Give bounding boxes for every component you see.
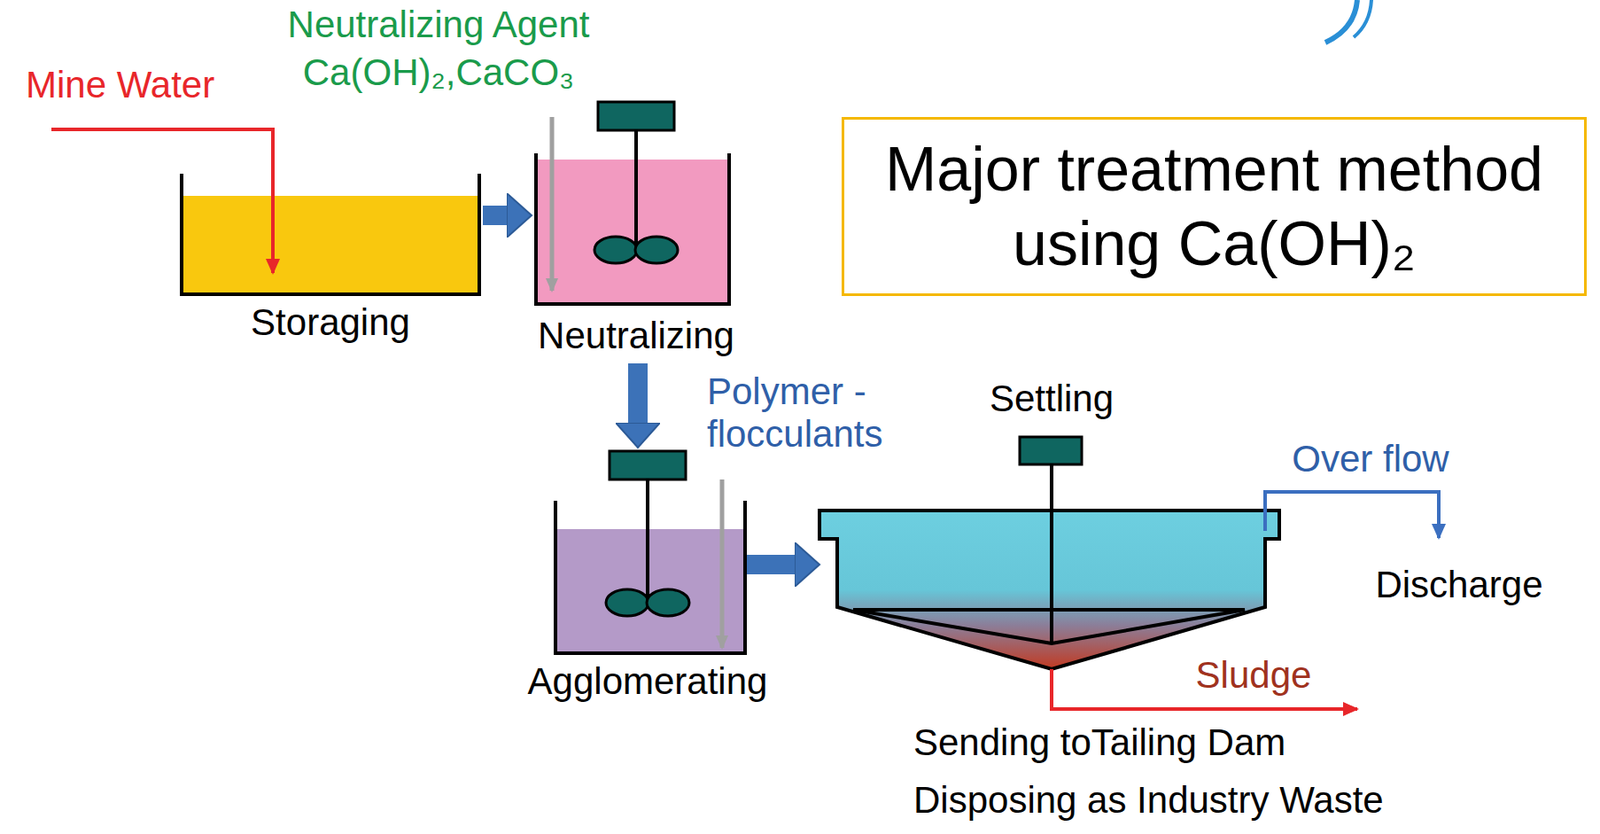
tank-node: Neutralizing bbox=[531, 97, 745, 364]
tank-part bbox=[1019, 436, 1082, 465]
flow-label: Discharge bbox=[1374, 563, 1543, 606]
tank-label: Agglomerating bbox=[528, 660, 769, 703]
tank-part bbox=[535, 159, 730, 304]
flow-label: Mine Water bbox=[25, 63, 215, 107]
flow-label: Over flow bbox=[1291, 437, 1449, 481]
title-text: Major treatment method using Ca(OH)₂ bbox=[844, 132, 1585, 281]
tank-part bbox=[646, 589, 690, 616]
tank-part bbox=[634, 130, 638, 250]
tank-part bbox=[1049, 464, 1054, 644]
tank-label: Storaging bbox=[250, 301, 411, 344]
tank-node: Agglomerating bbox=[553, 447, 747, 653]
flow-arrow bbox=[746, 554, 795, 575]
flow-label: Neutralizing Agent bbox=[287, 3, 591, 47]
tank-part bbox=[853, 609, 1245, 644]
tank-illustration bbox=[819, 434, 1280, 670]
tank-part bbox=[819, 510, 1280, 669]
flow-arrow bbox=[628, 363, 648, 423]
flow-label: Sending toTailing Dam bbox=[913, 721, 1286, 764]
tank-part bbox=[1265, 491, 1439, 538]
tank-part bbox=[555, 528, 746, 653]
tank-part bbox=[645, 479, 650, 603]
tank-label: Neutralizing bbox=[537, 314, 735, 358]
tank-part bbox=[609, 450, 686, 480]
tank-part bbox=[598, 101, 675, 131]
flow-label: Ca(OH)₂,CaCO₃ bbox=[302, 51, 575, 94]
tank-part bbox=[720, 479, 725, 648]
tank-part bbox=[594, 236, 637, 264]
logo-fragment bbox=[1353, 0, 1372, 38]
tank-part bbox=[605, 589, 649, 616]
tank-part bbox=[635, 236, 678, 264]
flow-label: Disposing as Industry Waste bbox=[913, 778, 1384, 822]
tank-part bbox=[51, 129, 273, 273]
tank-node: Settling bbox=[819, 434, 1280, 670]
tank-label: Settling bbox=[989, 377, 1114, 420]
title-box: Major treatment method using Ca(OH)₂ bbox=[841, 116, 1587, 296]
tank-part bbox=[535, 153, 730, 304]
tank-node: Storaging bbox=[177, 168, 483, 348]
flow-label: Sludge bbox=[1196, 653, 1313, 697]
tank-part bbox=[555, 500, 746, 653]
tank-part bbox=[181, 195, 480, 295]
tank-part bbox=[550, 116, 555, 291]
flow-label: Polymer - flocculants bbox=[706, 370, 911, 457]
flow-arrow bbox=[482, 205, 507, 226]
tank-part bbox=[181, 173, 480, 295]
tank-illustration bbox=[553, 447, 747, 653]
logo-fragment bbox=[1325, 0, 1358, 43]
